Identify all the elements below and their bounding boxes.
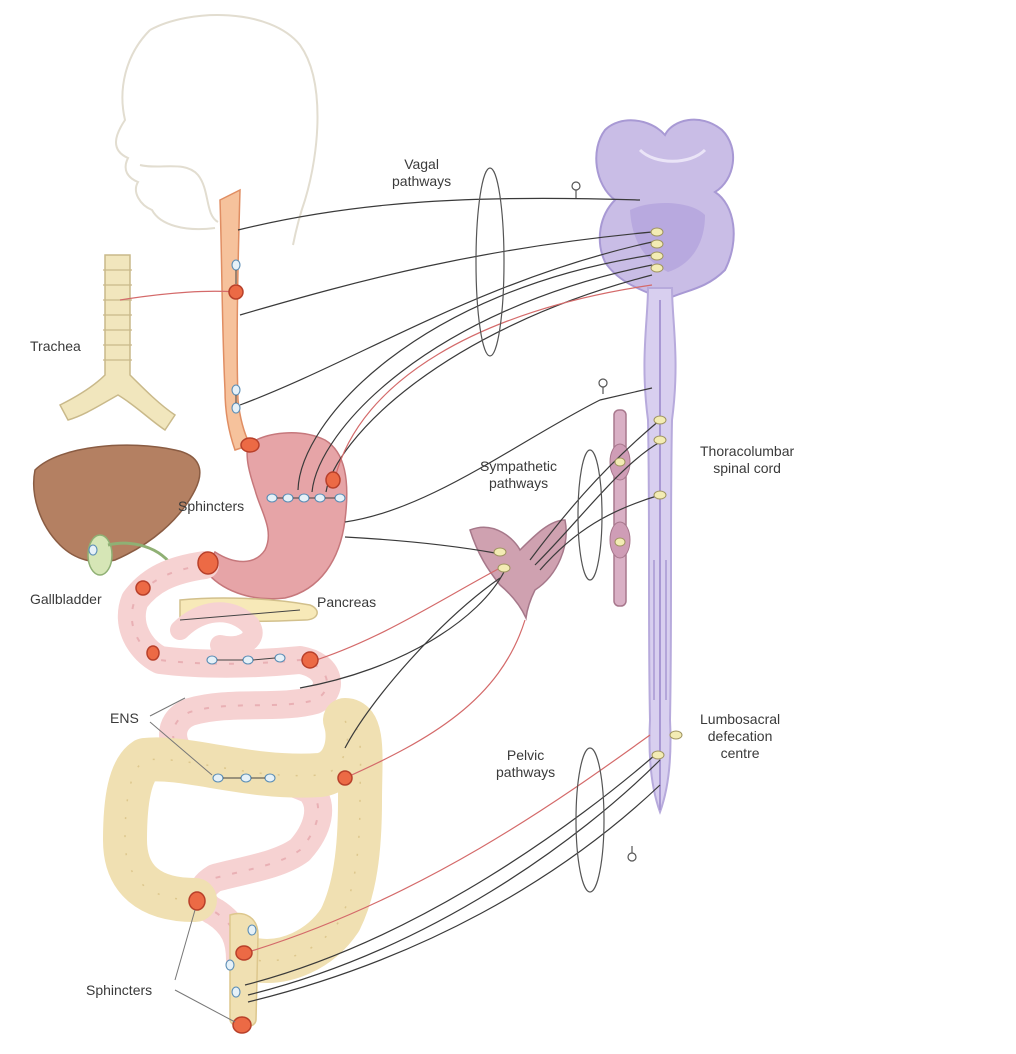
gallbladder-label: Gallbladder [30,591,102,607]
sphincters [135,284,353,1034]
thoracolumbar-label-line-2: spinal cord [713,460,781,476]
brainstem [595,118,735,302]
afferent-cell-bodies [571,181,637,862]
liver [33,444,201,563]
stomach [204,432,348,600]
thoracolumbar-label: Thoracolumbar spinal cord [700,443,794,477]
head-outline [115,14,319,246]
pathway-bundle-loops [475,167,605,893]
trachea-label: Trachea [30,338,81,354]
sympathetic-chain [609,409,631,607]
brainstem-neurons [650,227,664,273]
colon [103,698,383,983]
pelvic-label-line-1: Pelvic [506,747,545,763]
sympathetic-label-line-2: pathways [488,475,549,491]
pelvic-label-line-2: pathways [496,764,556,780]
vagal-label-line-2: pathways [392,173,452,189]
sympathetic-pathways-label: Sympathetic pathways [480,458,557,492]
ganglion-neurons [493,457,626,573]
pancreas-label: Pancreas [317,594,377,610]
lumbosacral-label-line-3: centre [720,745,760,761]
prevertebral-ganglion [469,519,567,621]
sympathetic-label-line-1: Sympathetic [480,458,558,474]
lumbosacral-label-line-2: defecation [707,728,773,744]
small-intestine [117,551,341,974]
spinal-neurons [651,415,683,760]
sphincters-upper-label: Sphincters [178,498,245,514]
pelvic-pathways-label: Pelvic pathways [496,747,555,781]
lumbosacral-label: Lumbosacral defecation centre [700,711,780,762]
thoracolumbar-label-line-1: Thoracolumbar [700,443,795,459]
spinal-cord [643,287,677,815]
ens-label: ENS [110,710,139,726]
label-leaders [149,697,236,1023]
trachea [58,254,177,432]
afferent-pathways [119,284,653,954]
lumbosacral-label-line-1: Lumbosacral [700,711,781,727]
sphincters-lower-label: Sphincters [86,982,153,998]
ens-connections [179,270,335,779]
efferent-pathways [237,197,661,1003]
vagal-pathways-label: Vagal pathways [392,156,451,190]
vagal-label-line-1: Vagal [404,156,439,172]
